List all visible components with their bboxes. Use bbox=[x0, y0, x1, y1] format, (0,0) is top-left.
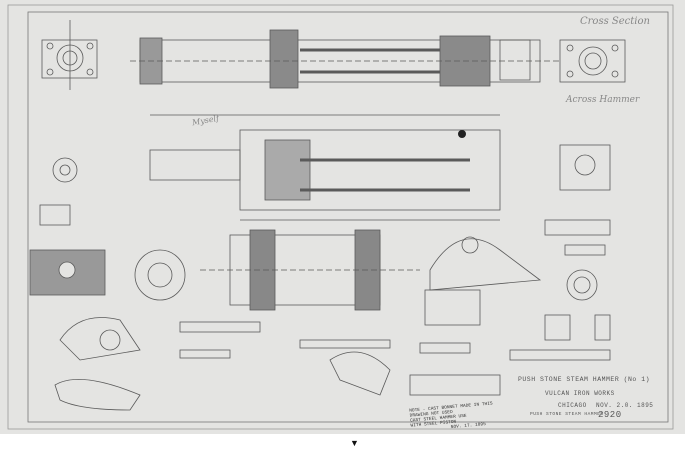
triangle-down-icon[interactable]: ▼ bbox=[350, 438, 359, 448]
crank-lever bbox=[429, 236, 542, 291]
engineering-drawing-sheet: Cross Section Across Hammer Myself PUSH … bbox=[0, 0, 685, 434]
valve-chest-section bbox=[134, 229, 420, 311]
handwritten-note-mid: Across Hammer bbox=[566, 95, 640, 105]
flange-view-top-left bbox=[41, 20, 98, 90]
drawing-linework bbox=[7, 4, 674, 430]
drawing-border bbox=[27, 11, 669, 423]
drawing-number: 2920 bbox=[598, 410, 622, 420]
title-block-company: VULCAN IRON WORKS bbox=[545, 390, 615, 397]
small-part-views-left bbox=[29, 157, 106, 296]
cylinder-section-top bbox=[130, 29, 560, 89]
side-view-right bbox=[559, 144, 611, 191]
misc-parts-right bbox=[424, 219, 611, 361]
handwritten-note-top: Cross Section bbox=[580, 16, 650, 27]
title-block-subtitle: PUSH STONE STEAM HAMMER bbox=[530, 412, 604, 417]
sheet-border bbox=[7, 4, 674, 430]
ink-blot bbox=[458, 130, 466, 138]
title-block-date: NOV. 2.0. 1895 bbox=[596, 402, 654, 409]
title-block-title: PUSH STONE STEAM HAMMER (No 1) bbox=[518, 376, 651, 383]
misc-parts-bottom bbox=[54, 317, 501, 411]
flange-view-top-right bbox=[559, 39, 626, 83]
title-block-city: CHICAGO bbox=[558, 402, 587, 409]
hammer-assembly-elevation bbox=[149, 114, 501, 221]
